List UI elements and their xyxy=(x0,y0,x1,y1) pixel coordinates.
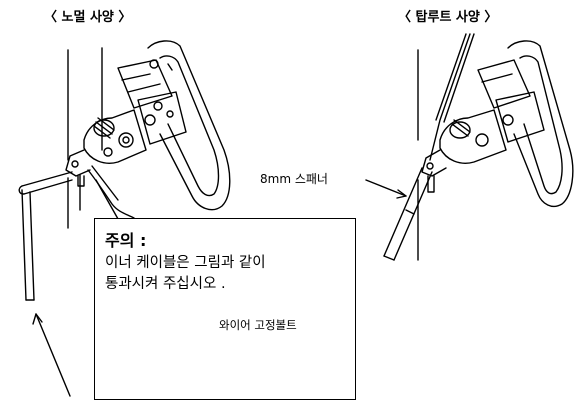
caution-text: 이너 케이블은 그림과 같이 통과시켜 주십시오 . xyxy=(105,253,266,295)
caution-title: 주의 : xyxy=(105,231,147,250)
top-route-spec-heading: 〈 탑루트 사양 〉 xyxy=(398,10,498,25)
spanner-label: 8mm 스패너 xyxy=(260,172,328,186)
caution-line-2: 통과시켜 주십시오 . xyxy=(105,276,226,292)
wire-fixing-bolt-label: 와이어 고정볼트 xyxy=(219,318,297,332)
top-route-spec-illustration xyxy=(365,33,574,261)
normal-spec-illustration xyxy=(18,40,231,397)
normal-spec-heading: 〈 노멀 사양 〉 xyxy=(44,10,132,25)
caution-box: 주의 : 이너 케이블은 그림과 같이 통과시켜 주십시오 . 와이어 고정볼트 xyxy=(94,218,356,400)
caution-line-1: 이너 케이블은 그림과 같이 xyxy=(105,255,266,271)
